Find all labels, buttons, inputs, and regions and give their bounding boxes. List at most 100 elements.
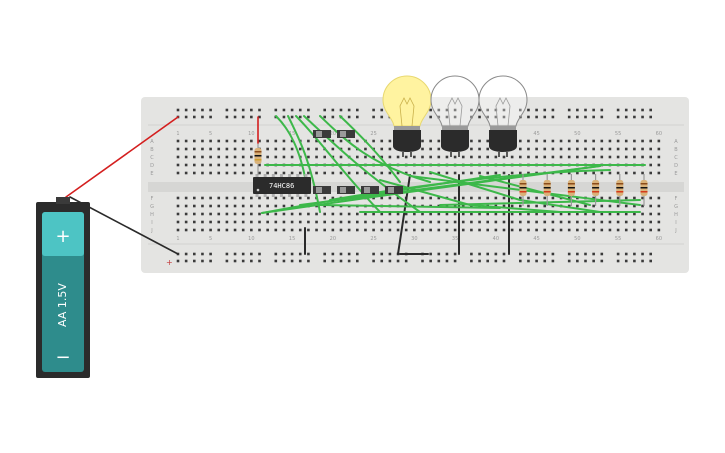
breadboard-hole[interactable] [559,155,563,159]
breadboard-hole[interactable] [184,196,188,200]
breadboard-hole[interactable] [478,171,481,175]
breadboard-hole[interactable] [633,228,636,232]
bulb-glass[interactable] [478,75,528,127]
rail-hole[interactable] [470,252,473,256]
breadboard-hole[interactable] [307,147,310,151]
rail-hole[interactable] [527,252,530,256]
rail-hole[interactable] [576,115,579,119]
breadboard-hole[interactable] [217,212,221,216]
breadboard-hole[interactable] [470,171,473,175]
breadboard-hole[interactable] [388,155,392,159]
rail-hole[interactable] [478,259,481,263]
breadboard-hole[interactable] [315,220,318,224]
breadboard-hole[interactable] [323,139,326,143]
breadboard-hole[interactable] [339,228,343,232]
breadboard-hole[interactable] [616,228,620,232]
green-wire-17[interactable] [379,179,561,213]
switch-1-knob[interactable] [316,131,322,137]
breadboard-hole[interactable] [209,204,212,208]
breadboard-hole[interactable] [331,171,335,175]
breadboard-hole[interactable] [567,139,571,143]
breadboard-hole[interactable] [502,228,506,232]
rail-hole[interactable] [494,252,498,256]
breadboard-hole[interactable] [535,228,538,232]
light-bulbs[interactable] [382,75,528,157]
breadboard-hole[interactable] [298,228,302,232]
ic-chip-74hc86[interactable]: 74HC86 [253,174,311,197]
breadboard-hole[interactable] [543,204,547,208]
breadboard-hole[interactable] [307,139,310,143]
breadboard-hole[interactable] [201,147,204,151]
breadboard-hole[interactable] [380,212,384,216]
rail-hole[interactable] [233,108,237,112]
breadboard-hole[interactable] [592,220,595,224]
rail-hole[interactable] [298,108,302,112]
rail-hole[interactable] [290,252,294,256]
breadboard-hole[interactable] [445,171,449,175]
breadboard-hole[interactable] [356,212,359,216]
breadboard-hole[interactable] [543,196,547,200]
breadboard-hole[interactable] [290,139,294,143]
breadboard-hole[interactable] [657,147,661,151]
breadboard-hole[interactable] [298,171,302,175]
rail-hole[interactable] [649,252,652,256]
rail-hole[interactable] [282,252,286,256]
breadboard-hole[interactable] [217,163,221,167]
breadboard-hole[interactable] [649,212,652,216]
rail-hole[interactable] [649,259,652,263]
breadboard-hole[interactable] [437,196,441,200]
breadboard-hole[interactable] [217,228,221,232]
breadboard-hole[interactable] [225,212,229,216]
breadboard-hole[interactable] [331,147,335,151]
rail-hole[interactable] [616,115,620,119]
rail-hole[interactable] [380,115,384,119]
rail-hole[interactable] [184,115,188,119]
breadboard-hole[interactable] [453,212,457,216]
breadboard-hole[interactable] [624,212,628,216]
breadboard-hole[interactable] [315,171,318,175]
breadboard-hole[interactable] [193,228,196,232]
rail-hole[interactable] [592,108,595,112]
rail-hole[interactable] [250,252,253,256]
breadboard-hole[interactable] [233,196,237,200]
breadboard-hole[interactable] [258,139,261,143]
breadboard-hole[interactable] [413,228,416,232]
breadboard-hole[interactable] [184,139,188,143]
rail-hole[interactable] [380,252,384,256]
breadboard-hole[interactable] [437,228,441,232]
rail-hole[interactable] [193,259,196,263]
breadboard-hole[interactable] [445,212,449,216]
breadboard-hole[interactable] [543,212,547,216]
breadboard-hole[interactable] [527,204,530,208]
breadboard-hole[interactable] [396,212,400,216]
breadboard-hole[interactable] [576,228,579,232]
breadboard-hole[interactable] [404,220,408,224]
rail-hole[interactable] [323,252,326,256]
rail-hole[interactable] [437,259,441,263]
rail-hole[interactable] [502,108,506,112]
breadboard-hole[interactable] [176,147,180,151]
breadboard-hole[interactable] [290,147,294,151]
breadboard-hole[interactable] [633,196,636,200]
rail-hole[interactable] [527,108,530,112]
breadboard-hole[interactable] [282,171,286,175]
breadboard-hole[interactable] [486,212,489,216]
breadboard-hole[interactable] [209,220,212,224]
breadboard-hole[interactable] [241,163,245,167]
breadboard-hole[interactable] [429,196,432,200]
bulb-socket[interactable] [489,130,517,152]
breadboard-hole[interactable] [331,228,335,232]
breadboard-hole[interactable] [364,171,367,175]
breadboard-hole[interactable] [217,171,221,175]
breadboard-hole[interactable] [388,220,392,224]
breadboard-hole[interactable] [616,212,620,216]
breadboard-hole[interactable] [282,147,286,151]
rail-hole[interactable] [307,108,310,112]
breadboard-hole[interactable] [225,228,229,232]
bulb-socket[interactable] [441,130,469,152]
breadboard-hole[interactable] [225,147,229,151]
breadboard-hole[interactable] [600,155,604,159]
breadboard-hole[interactable] [233,163,237,167]
rail-hole[interactable] [535,108,538,112]
breadboard-hole[interactable] [364,155,367,159]
